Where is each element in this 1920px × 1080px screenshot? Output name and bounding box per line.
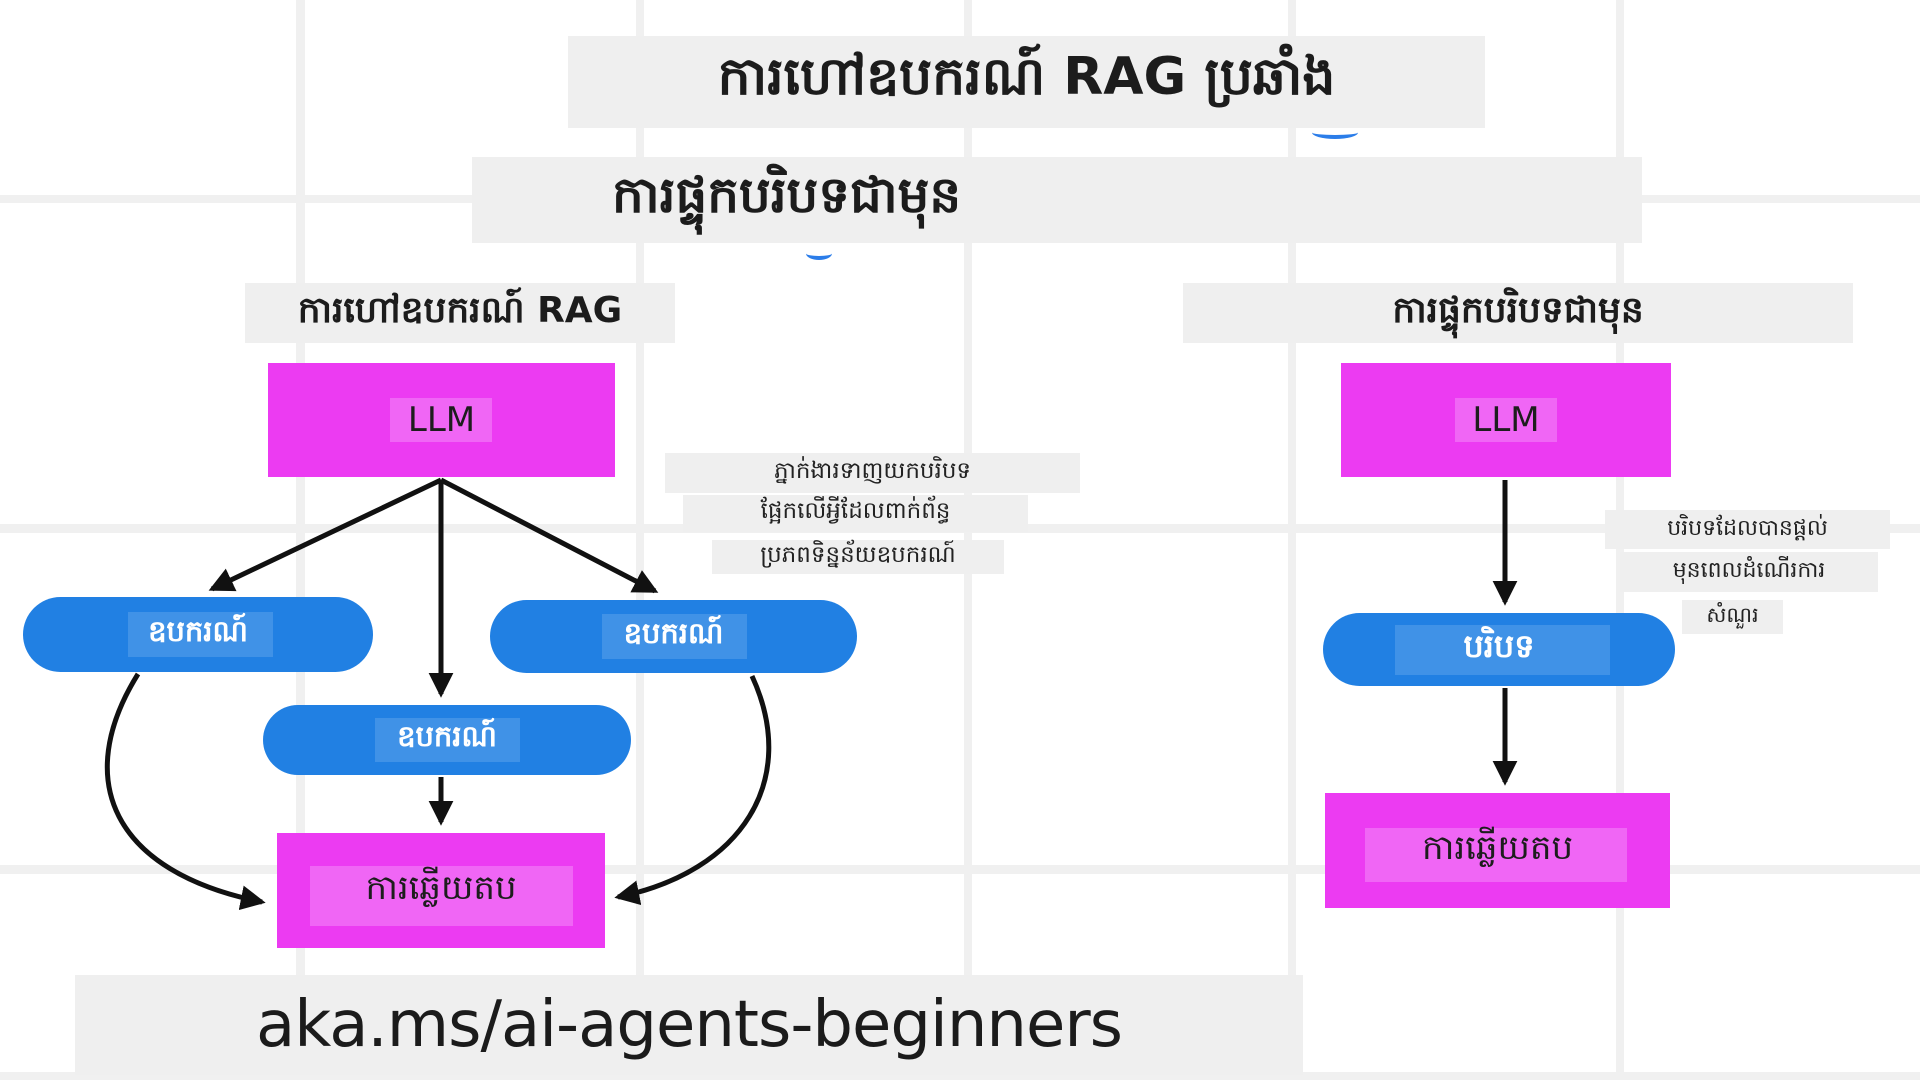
main-title-line2: ការផ្ទុកបរិបទជាមុន <box>472 157 1642 243</box>
right-annotation-line-3: សំណួរ <box>1682 600 1783 634</box>
left-llm-label: LLM <box>407 400 476 440</box>
left-annotation-line-1: ភ្នាក់ងារទាញយកបរិបទ <box>665 453 1080 493</box>
text-highlight <box>1365 828 1627 882</box>
spellcheck-underline <box>1312 126 1358 139</box>
right-diagram-heading: ការផ្ទុកបរិបទជាមុន <box>1183 283 1853 343</box>
left-tool-node-3: ឧបករណ៍ <box>263 705 631 775</box>
text-highlight <box>128 612 273 657</box>
footer-link-bar: aka.ms/ai-agents-beginners <box>75 975 1303 1075</box>
left-llm-node: LLM <box>268 363 615 477</box>
right-response-label: ការឆ្លើយតប <box>1421 827 1574 868</box>
main-title-line1: ការហៅឧបករណ៍ RAG ប្រឆាំង <box>568 36 1485 128</box>
footer-link-text: aka.ms/ai-agents-beginners <box>256 988 1123 1062</box>
right-context-node: បរិបទ <box>1323 613 1675 686</box>
left-response-node: ការឆ្លើយតប <box>277 833 605 948</box>
left-annotation-line-2: ផ្អែកលើអ្វីដែលពាក់ព័ន្ធ <box>683 495 1028 532</box>
text-highlight <box>1395 625 1610 675</box>
left-tool-label-1: ឧបករណ៍ <box>148 613 248 648</box>
spellcheck-underline <box>806 247 832 260</box>
text-highlight <box>1455 398 1557 442</box>
right-llm-node: LLM <box>1341 363 1671 477</box>
arrow-llm-to-tool1 <box>208 477 443 592</box>
left-tool-node-2: ឧបករណ៍ <box>490 600 857 673</box>
left-tool-label-3: ឧបករណ៍ <box>397 719 497 753</box>
grid-line-vertical <box>1288 0 1296 1080</box>
left-diagram-heading: ការហៅឧបករណ៍ RAG <box>245 283 675 343</box>
left-annotation-line-3: ប្រភពទិន្នន័យឧបករណ៍ <box>712 540 1004 574</box>
right-annotation-text-1: បរិបទដែលបានផ្តល់ <box>1667 515 1828 541</box>
left-tool-label-2: ឧបករណ៍ <box>623 615 724 650</box>
left-annotation-text-3: ប្រភពទិន្នន័យឧបករណ៍ <box>760 541 956 568</box>
main-title-line2-text: ការផ្ទុកបរិបទជាមុន <box>612 165 962 224</box>
right-annotation-text-2: មុនពេលដំណើរការ <box>1672 558 1826 583</box>
left-diagram-heading-text: ការហៅឧបករណ៍ RAG <box>297 289 623 331</box>
right-context-label: បរិបទ <box>1463 627 1535 665</box>
grid-line-horizontal <box>0 1072 1920 1080</box>
main-title-line1-text: ការហៅឧបករណ៍ RAG ប្រឆាំង <box>717 47 1336 107</box>
left-annotation-text-2: ផ្អែកលើអ្វីដែលពាក់ព័ន្ធ <box>760 498 951 524</box>
right-diagram-heading-text: ការផ្ទុកបរិបទជាមុន <box>1392 289 1644 331</box>
right-annotation-line-2: មុនពេលដំណើរការ <box>1620 552 1878 592</box>
text-highlight <box>602 614 747 659</box>
arrow-llm-to-tool2 <box>439 477 659 594</box>
text-highlight <box>310 866 573 926</box>
left-response-label: ការឆ្លើយតប <box>365 867 517 908</box>
right-annotation-line-1: បរិបទដែលបានផ្តល់ <box>1605 510 1890 549</box>
right-llm-label: LLM <box>1472 400 1540 440</box>
text-highlight <box>375 718 520 762</box>
left-annotation-text-1: ភ្នាក់ងារទាញយកបរិបទ <box>773 457 972 484</box>
right-response-node: ការឆ្លើយតប <box>1325 793 1670 908</box>
grid-line-horizontal <box>0 865 1920 874</box>
text-highlight <box>390 398 492 442</box>
right-annotation-text-3: សំណួរ <box>1706 602 1759 627</box>
left-tool-node-1: ឧបករណ៍ <box>23 597 373 672</box>
